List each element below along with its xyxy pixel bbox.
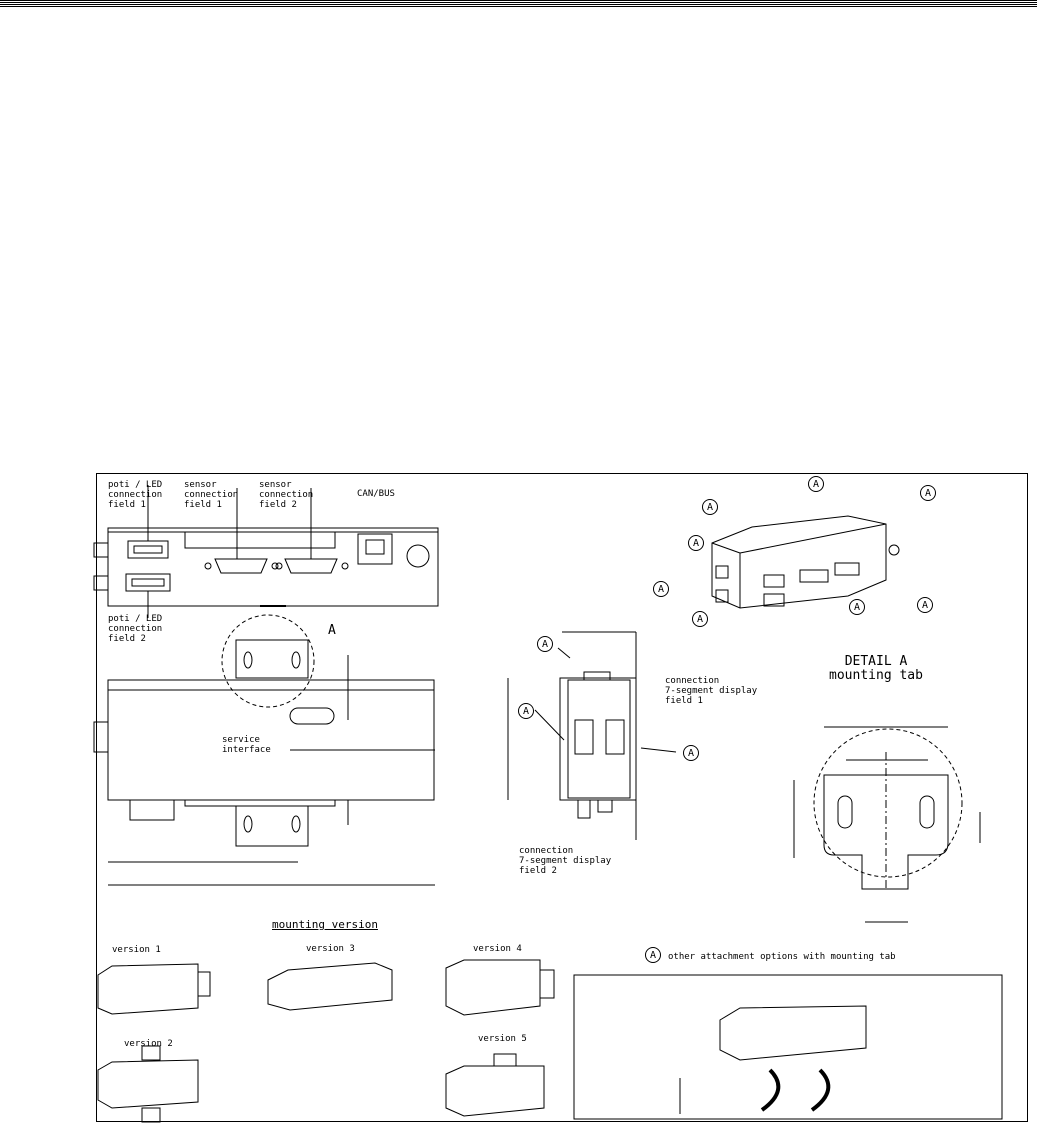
circle-marker-a: A xyxy=(537,636,553,652)
top-view xyxy=(93,614,435,886)
label-detail-a-title: DETAIL A mounting tab xyxy=(829,654,923,683)
label-legend: other attachment options with mounting t… xyxy=(668,952,896,962)
circle-marker-a: A xyxy=(683,745,699,761)
label-7seg-field-1: connection 7-segment display field 1 xyxy=(665,676,758,706)
label-sensor-field-1: sensor connection field 1 xyxy=(184,480,239,510)
label-7seg-field-2: connection 7-segment display field 2 xyxy=(519,846,612,876)
circle-marker-a: A xyxy=(653,581,669,597)
label-poti-led-field-1: poti / LED connection field 1 xyxy=(108,480,163,510)
circle-marker-a: A xyxy=(702,499,718,515)
header-rule xyxy=(0,0,1037,8)
label-service-interface: service interface xyxy=(222,735,271,755)
circle-marker-a-legend: A xyxy=(645,947,661,963)
circle-marker-a: A xyxy=(917,597,933,613)
label-version-5: version 5 xyxy=(478,1034,527,1044)
circle-marker-a: A xyxy=(920,485,936,501)
drawing-frame xyxy=(96,473,1028,1122)
circle-marker-a: A xyxy=(692,611,708,627)
label-poti-led-field-2: poti / LED connection field 2 xyxy=(108,614,163,644)
circle-marker-a: A xyxy=(849,599,865,615)
side-view xyxy=(507,631,677,840)
label-version-2: version 2 xyxy=(124,1039,173,1049)
detail-a xyxy=(793,726,981,923)
front-view xyxy=(93,485,439,618)
label-version-4: version 4 xyxy=(473,944,522,954)
iso-view xyxy=(711,515,900,609)
circle-marker-a: A xyxy=(688,535,704,551)
label-version-3: version 3 xyxy=(306,944,355,954)
version-sketches xyxy=(97,959,1003,1123)
label-mounting-version: mounting version xyxy=(272,918,378,931)
label-detail-marker: A xyxy=(328,623,336,638)
label-version-1: version 1 xyxy=(112,945,161,955)
circle-marker-a: A xyxy=(808,476,824,492)
label-sensor-field-2: sensor connection field 2 xyxy=(259,480,314,510)
circle-marker-a: A xyxy=(518,703,534,719)
label-can-bus: CAN/BUS xyxy=(357,489,395,499)
